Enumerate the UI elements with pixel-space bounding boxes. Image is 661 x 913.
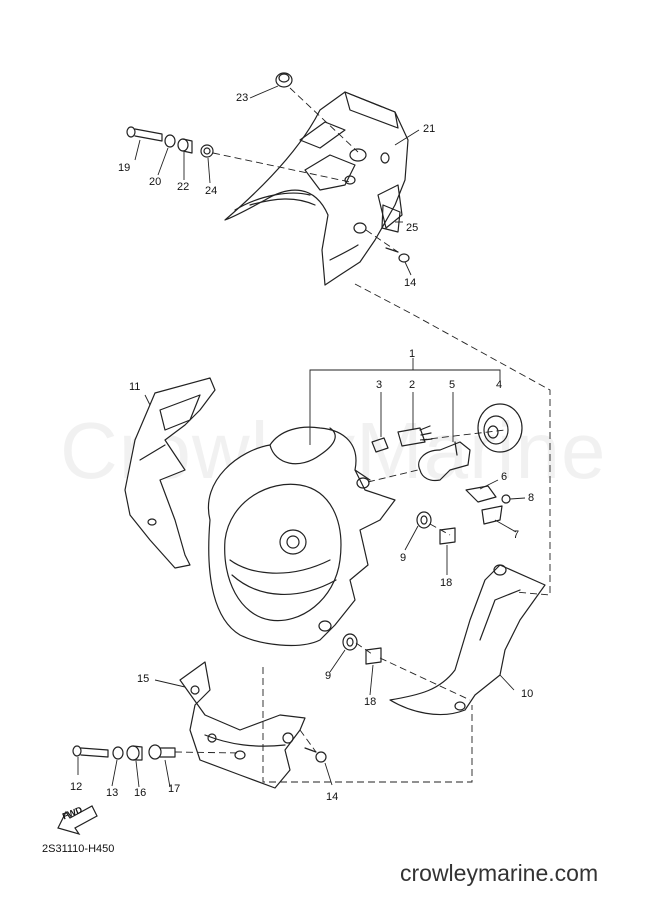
grommet-9-upper (416, 511, 432, 529)
bolt-19 (126, 126, 163, 142)
callout-12: 12 (70, 781, 83, 793)
bulb-socket-2 (397, 425, 433, 447)
callout-1: 1 (409, 348, 416, 360)
washer-20 (164, 134, 176, 148)
washer-13 (112, 746, 124, 760)
side-cover-part-11 (124, 377, 216, 569)
grommet-23 (275, 72, 293, 88)
bulb-3 (371, 437, 389, 453)
grommet-9-lower (342, 633, 358, 651)
screw-14-top (385, 247, 410, 263)
bolt-12 (72, 745, 109, 758)
damper-25 (381, 204, 401, 233)
collar-18-lower (365, 647, 382, 665)
collar-22 (177, 138, 193, 154)
callout-17: 17 (168, 783, 181, 795)
callout-13: 13 (106, 787, 119, 799)
callout-14-bottom: 14 (326, 791, 339, 803)
site-link[interactable]: crowleymarine.com (400, 860, 599, 886)
side-cover-part-10 (389, 564, 546, 716)
callout-10: 10 (521, 688, 534, 700)
clip-6-7 (465, 485, 503, 525)
fwd-arrow-icon (57, 805, 98, 836)
callout-25: 25 (406, 222, 419, 234)
collar-18-upper (439, 527, 456, 545)
upper-cover-part-21 (224, 91, 409, 286)
callout-9-upper: 9 (400, 552, 407, 564)
grommet-17 (148, 744, 176, 760)
callout-18-upper: 18 (440, 577, 453, 589)
headlight-body (207, 426, 396, 647)
screw-14-bottom (304, 747, 327, 763)
lower-bracket-part-15 (179, 661, 306, 789)
callout-16: 16 (134, 787, 147, 799)
callout-18-lower: 18 (364, 696, 377, 708)
diagram-code: 2S31110-H450 (42, 843, 115, 855)
screw-8 (501, 494, 511, 504)
guide-lines (174, 87, 551, 783)
callout-6: 6 (501, 471, 508, 483)
callout-3: 3 (376, 379, 383, 391)
callout-24: 24 (205, 185, 218, 197)
callout-23: 23 (236, 92, 249, 104)
callout-14-top: 14 (404, 277, 417, 289)
bulb-5 (418, 441, 471, 482)
callout-21: 21 (423, 123, 436, 135)
callout-5: 5 (449, 379, 456, 391)
callout-4: 4 (496, 379, 503, 391)
callout-19: 19 (118, 162, 131, 174)
callout-20: 20 (149, 176, 162, 188)
callout-2: 2 (409, 379, 416, 391)
collar-16 (126, 745, 143, 761)
cap-4 (477, 403, 523, 453)
callout-11: 11 (129, 381, 141, 393)
callout-22: 22 (177, 181, 190, 193)
leader-lines (77, 85, 526, 788)
callout-15: 15 (137, 673, 150, 685)
callout-9-lower: 9 (325, 670, 332, 682)
callout-8: 8 (528, 492, 535, 504)
callout-7: 7 (513, 529, 520, 541)
grommet-24 (200, 144, 214, 158)
